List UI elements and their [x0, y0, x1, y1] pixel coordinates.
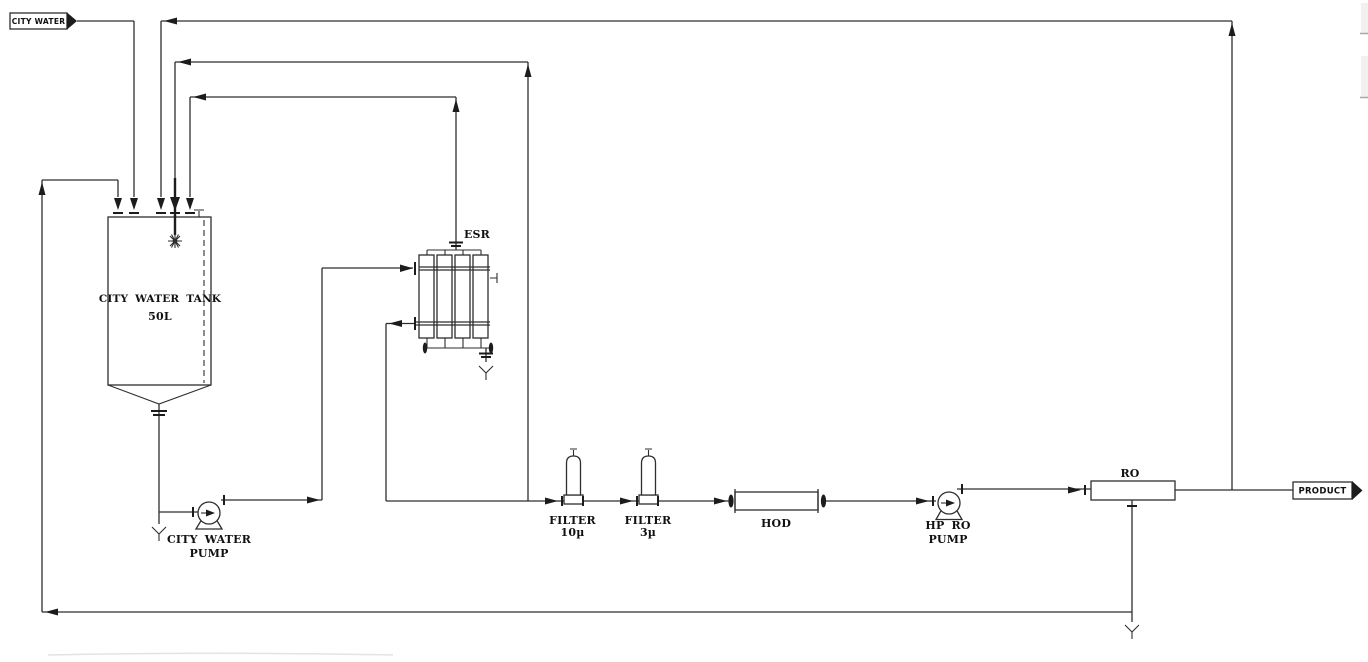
flow-arrow-right: [714, 497, 727, 505]
hp-ro-pump-label-1: HP RO: [925, 519, 970, 532]
flow-arrow-down: [186, 198, 194, 210]
screen-edge-artifacts: [47, 3, 1368, 656]
esr-side-port: [490, 273, 498, 283]
flow-arrow-right: [400, 264, 413, 272]
filter1-name-label: FILTER: [549, 514, 596, 527]
tank-outlet-valve: [151, 410, 167, 416]
city-water-source-flag: CITY WATER: [9, 12, 77, 30]
esr-manifold-flange: [488, 342, 494, 354]
drain-funnel-icon: [478, 365, 494, 380]
drain-funnels: [151, 365, 1140, 639]
filter-vent: [570, 448, 577, 456]
esr-label: ESR: [464, 228, 491, 241]
product-flag-label: PRODUCT: [1298, 487, 1346, 497]
esr-drain-valve: [479, 352, 493, 358]
flow-arrow-down: [130, 198, 138, 210]
flow-arrow-left: [178, 58, 191, 66]
flow-arrow-down: [157, 198, 165, 210]
pipe-reject-recycle: [41, 179, 1133, 622]
flow-arrow-left: [389, 320, 402, 327]
filter-flanges: [561, 496, 659, 506]
flow-arrow-right: [620, 497, 633, 505]
pump1-flanges: [192, 495, 225, 517]
drain-funnel-icon: [1124, 624, 1140, 639]
city-water-pump-label-2: PUMP: [189, 547, 228, 560]
pipe-esr-outlet: [385, 322, 564, 502]
filter1-rating-label: 10µ: [561, 526, 585, 539]
filter2-name-label: FILTER: [625, 514, 672, 527]
filter-cartridge: [640, 455, 657, 496]
spray-rays: [168, 234, 182, 248]
flow-arrow-right: [1068, 486, 1081, 494]
hod-body: [734, 491, 819, 511]
flow-arrow-right: [545, 497, 558, 505]
flag-pointer-icon: [1352, 481, 1363, 500]
tank-capacity-label: 50L: [148, 310, 172, 323]
tank-cone-bottom: [107, 384, 212, 405]
filter-10-micron: [563, 448, 584, 505]
hod-inlet-flange: [728, 494, 734, 508]
flow-arrow-right: [307, 496, 320, 504]
filter-3-micron: [638, 448, 659, 505]
filter-cartridge: [565, 455, 582, 496]
pipe-pump-discharge: [221, 267, 413, 501]
flow-arrow-right: [916, 497, 929, 505]
pipe-esr-bottom-header: [415, 321, 490, 326]
pipe-city-water-feed: [77, 20, 135, 197]
flow-arrow-down: [170, 197, 180, 211]
flow-arrow-up: [1228, 23, 1236, 36]
hod-label: HOD: [761, 517, 791, 530]
bottom-edge-fragment: [47, 652, 394, 656]
esr-top-manifold: [426, 249, 482, 255]
filter-vent: [645, 448, 652, 456]
pump-direction-arrow: [206, 509, 215, 517]
flow-arrow-up: [452, 99, 460, 112]
right-edge-fragment: [1361, 56, 1368, 97]
flow-arrow-down: [114, 198, 122, 210]
spray-nozzle-icon: [168, 234, 182, 248]
tank-body: [107, 216, 212, 386]
filter-base: [638, 494, 659, 505]
tank-vent-nozzle: [194, 209, 204, 217]
esr-manifold-flange: [422, 342, 428, 354]
filter2-rating-label: 3µ: [640, 526, 656, 539]
right-edge-fragment: [1361, 3, 1368, 33]
drain-funnel-icon: [151, 526, 167, 541]
hp-ro-pump: [934, 491, 964, 521]
pipe-esr-recycle: [174, 61, 529, 501]
pipe-esr-top-return: [189, 96, 457, 250]
flow-arrow-left: [164, 17, 177, 25]
city-water-pump-label-1: CITY WATER: [167, 533, 252, 546]
tank-name-label: CITY WATER TANK: [99, 293, 222, 305]
manual-valves: [151, 241, 493, 416]
product-flag: PRODUCT: [1292, 481, 1363, 500]
city-water-flag-label: CITY WATER: [12, 17, 66, 26]
ro-label: RO: [1120, 467, 1139, 480]
flow-arrow-left: [193, 93, 206, 101]
city-water-pump: [194, 501, 224, 530]
filter-base: [563, 494, 584, 505]
ro-vessel: [1090, 480, 1176, 501]
hod-outlet-flange: [820, 494, 827, 508]
ro-body: [1090, 480, 1176, 501]
flow-arrow-left: [45, 608, 58, 616]
pipe-tank-outlet: [158, 404, 198, 524]
flow-arrow-up: [38, 182, 46, 195]
esr-unit: [418, 249, 498, 349]
esr-riser-valve: [449, 241, 463, 247]
flag-pointer-icon: [67, 12, 77, 30]
pipe-product-recycle: [160, 20, 1233, 490]
pump-direction-arrow: [946, 499, 955, 507]
flange-ticks: [113, 212, 1137, 517]
flow-arrow-up: [524, 64, 532, 77]
pump2-ro-flanges: [932, 484, 1086, 506]
hod-end-plates: [734, 489, 819, 513]
hod-vessel: [728, 489, 827, 513]
esr-bottom-manifold: [425, 338, 492, 349]
city-water-tank: [107, 209, 212, 405]
flow-arrows: [38, 17, 1236, 616]
pipe-esr-top-header: [419, 266, 490, 271]
hp-ro-pump-label-2: PUMP: [928, 533, 967, 546]
